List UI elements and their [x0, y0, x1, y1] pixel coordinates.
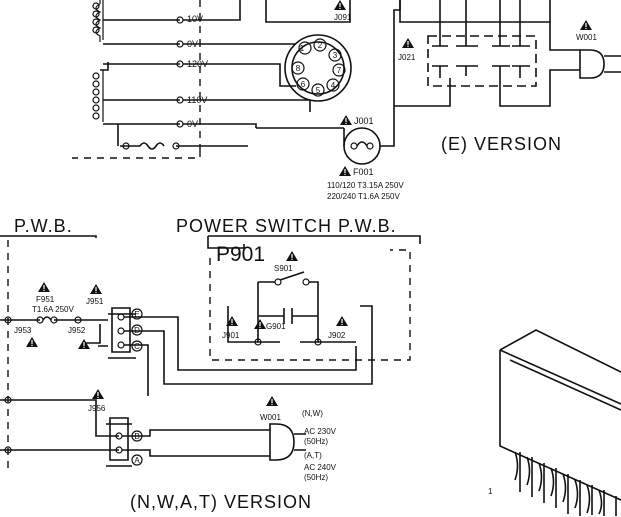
- warning-icon: [580, 20, 592, 30]
- ac-nw-voltage: AC 230V: [304, 427, 337, 436]
- wire: [86, 324, 108, 347]
- label-j021: J021: [398, 53, 416, 62]
- label-w001-nwat: W001: [260, 413, 281, 422]
- warning-icon: [26, 337, 38, 347]
- switch-frame: [208, 235, 421, 244]
- label-j091: J091: [334, 13, 352, 22]
- switch-frame: [207, 236, 245, 249]
- connector-j951: [108, 307, 143, 359]
- wire: [122, 429, 270, 457]
- pin-letter-a: A: [134, 456, 140, 465]
- label-f001: F001: [353, 167, 374, 177]
- wire: [183, 43, 310, 128]
- label-g901: G901: [266, 322, 286, 331]
- warning-icon: [339, 166, 351, 176]
- wire: [256, 100, 344, 129]
- pwb-frame: [0, 235, 97, 238]
- fuse-holder-f001: [343, 0, 401, 165]
- label-j951: J951: [86, 297, 104, 306]
- label-f951: F951: [36, 295, 55, 304]
- wire: [0, 399, 119, 437]
- switch-frame-dashed: [209, 249, 411, 361]
- power-plug-e: [549, 22, 621, 79]
- warning-icon: [266, 396, 278, 406]
- wire: [124, 316, 357, 371]
- label-j901: J901: [222, 331, 240, 340]
- warning-icon: [78, 339, 90, 349]
- socket-pin-1: 1: [300, 44, 305, 53]
- label-s901: S901: [274, 264, 293, 273]
- pin-letter-e: E: [134, 310, 139, 319]
- tap-label-10v: 10V: [187, 14, 203, 24]
- ac-at-voltage: AC 240V: [304, 463, 337, 472]
- pin-letter-c: C: [134, 342, 140, 351]
- power-switch-title: POWER SWITCH P.W.B.: [176, 216, 397, 236]
- warning-icon: [38, 282, 50, 292]
- warning-icon: [334, 0, 346, 10]
- power-plug-nwat: [269, 423, 306, 461]
- label-j953: J953: [14, 326, 32, 335]
- ac-at-freq: (50Hz): [304, 473, 328, 482]
- socket-pin-6: 6: [301, 80, 306, 89]
- e-version-title: (E) VERSION: [441, 134, 562, 154]
- ic-pin-1-mark: 1: [488, 487, 493, 496]
- wire: [183, 0, 241, 21]
- warning-icon: [90, 284, 102, 294]
- warning-icon: [336, 316, 348, 326]
- label-j956: J956: [88, 404, 106, 413]
- socket-pin-7: 7: [337, 66, 342, 75]
- wire: [124, 344, 149, 396]
- f001-rating-1: 110/120 T3.15A 250V: [327, 181, 404, 190]
- socket-pin-4: 4: [331, 81, 336, 90]
- warning-icon: [92, 389, 104, 399]
- switch-s901: [227, 271, 356, 346]
- connector-block-j021: [394, 0, 580, 107]
- ic-package-illustration: [499, 329, 621, 516]
- p901-label: P901: [216, 243, 265, 266]
- socket-pin-8: 8: [296, 64, 301, 73]
- label-j001: J001: [354, 116, 374, 126]
- warning-icon: [402, 38, 414, 48]
- nwat-version-title: (N,W,A,T) VERSION: [130, 492, 312, 512]
- ac-at-code: (A,T): [304, 451, 322, 460]
- socket-pin-2: 2: [318, 41, 323, 50]
- f951-rating: T1.6A 250V: [32, 305, 74, 314]
- ac-nw-freq: (50Hz): [304, 437, 328, 446]
- socket-pin-5: 5: [316, 86, 321, 95]
- voltage-selector-socket: [265, 0, 352, 102]
- pwb-title: P.W.B.: [14, 216, 73, 236]
- socket-pin-3: 3: [333, 51, 338, 60]
- label-w001-e: W001: [576, 33, 597, 42]
- transformer: [72, 0, 201, 159]
- f001-rating-2: 220/240 T1.6A 250V: [327, 192, 400, 201]
- wire: [124, 305, 373, 385]
- ac-nw-code: (N,W): [302, 409, 323, 418]
- warning-icon: [286, 251, 298, 261]
- label-j952: J952: [68, 326, 86, 335]
- warning-icon: [340, 115, 352, 125]
- warning-icon: [254, 319, 266, 329]
- label-j902: J902: [328, 331, 346, 340]
